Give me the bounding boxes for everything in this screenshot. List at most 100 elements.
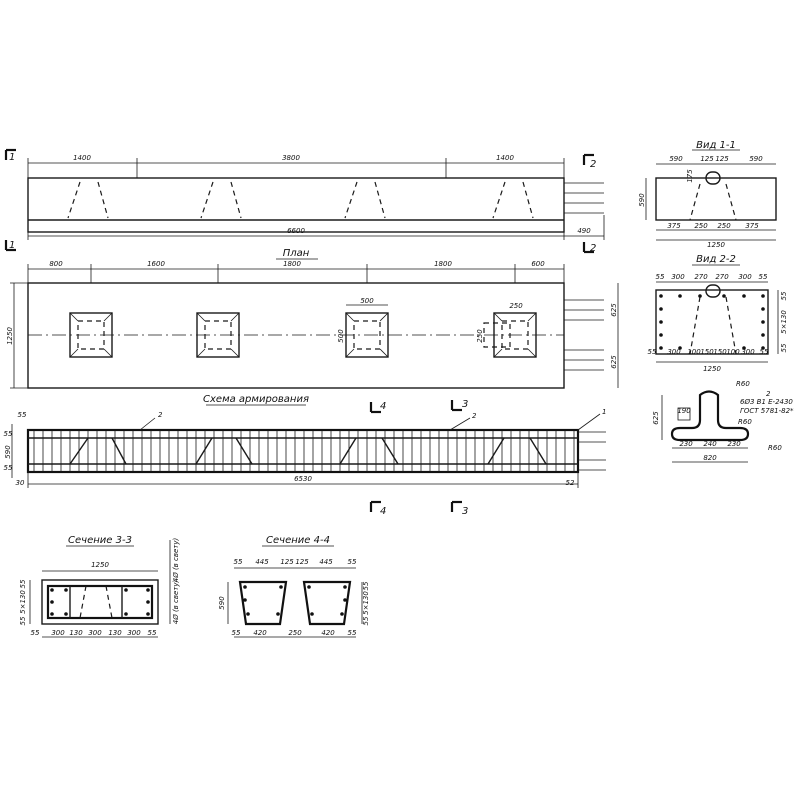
s44-top-3: 125 [280, 558, 294, 566]
marker-2-bottom: 2 [590, 243, 596, 254]
reinf-cage [26, 428, 580, 474]
rebar-dot [124, 588, 128, 592]
hook-dim-2: 240 [703, 440, 717, 448]
rebar-dot [742, 346, 746, 350]
s33-bot-1: 55 [31, 629, 40, 637]
v22-bot-5: 150 [713, 348, 727, 356]
title-plan: План [283, 248, 310, 259]
rebar-dot [279, 585, 283, 589]
s44-top-5: 445 [319, 558, 333, 566]
rebar-dot [146, 588, 150, 592]
hook-dim-3: 230 [727, 440, 741, 448]
rebar-dot [343, 585, 347, 589]
marker-4-top: 4 [380, 401, 386, 412]
v22-top-6: 55 [759, 273, 768, 281]
rebar-dot [761, 294, 765, 298]
hook-pos: 2 [766, 390, 771, 398]
s44-top-1: 55 [234, 558, 243, 566]
v22-top-4: 270 [715, 273, 729, 281]
marker-2-top: 2 [590, 159, 596, 170]
title-scheme: Схема армирования [203, 394, 309, 405]
s44-bot-1: 55 [232, 629, 241, 637]
s33-left-1: 55 [19, 579, 27, 588]
s44-bot-5: 55 [348, 629, 357, 637]
rebar-dot [146, 612, 150, 616]
view-1-1: Вид 1-1 590 125 125 590 375 250 250 375 … [638, 140, 777, 249]
rebar-dot [659, 346, 663, 350]
hook-steel: 6Ø3 В1 Е-2430 [740, 398, 793, 406]
reinf-overall: 6530 [294, 475, 312, 483]
rebar-dot [243, 585, 247, 589]
s33-bot-5: 130 [108, 629, 122, 637]
v11-total: 1250 [707, 241, 725, 249]
plan-side-1: 625 [610, 303, 618, 317]
s33-bot-4: 300 [88, 629, 102, 637]
rebar-dot [307, 585, 311, 589]
marker-3-bottom: 3 [462, 506, 468, 517]
reinf-pos-1: 1 [602, 408, 606, 416]
rebar-dot [698, 294, 702, 298]
plan-height: 1250 [6, 327, 14, 345]
v22-rebar-dots [659, 294, 765, 350]
v11-top-1: 590 [669, 155, 683, 163]
v22-top-1: 55 [656, 273, 665, 281]
rebar-dot [678, 294, 682, 298]
hook-detail: 625 190 R60 2 6Ø3 В1 Е-2430 ГОСТ 5781-82… [652, 380, 794, 463]
s44-rebar-dots [243, 585, 347, 616]
hook-r2: R60 [738, 418, 752, 426]
s44-right-cell [302, 580, 352, 626]
v22-right-1: 55 [780, 291, 788, 300]
rebar-dot [64, 588, 68, 592]
rebar-dot [340, 612, 344, 616]
rebar-dot [50, 612, 54, 616]
s44-top-6: 55 [348, 558, 357, 566]
rebar-dot [50, 600, 54, 604]
plan-socket-1 [69, 312, 113, 358]
v22-bot-7: 300 [741, 348, 755, 356]
rebar-dot [659, 307, 663, 311]
s33-right-b: 4Ø (в свету) [172, 579, 180, 624]
elev-dim-2: 3800 [282, 154, 300, 162]
reinf-diagonals [69, 437, 547, 465]
section-4-4: Сечение 4-4 55 445 125 125 445 55 55 420… [218, 535, 370, 638]
hook-r3: R60 [768, 444, 782, 452]
s44-right-3: 55 [362, 616, 370, 625]
v11-top-4: 590 [749, 155, 763, 163]
s44-top-2: 445 [255, 558, 269, 566]
rebar-dot [761, 307, 765, 311]
s33-bot-2: 300 [51, 629, 65, 637]
rebar-dot [64, 612, 68, 616]
marker-4-bottom: 4 [380, 506, 386, 517]
plan-dim-1: 800 [49, 260, 63, 268]
elev-dim-3: 1400 [496, 154, 514, 162]
plan-view: 800 1600 1800 1800 600 1250 625 625 500 … [6, 260, 619, 406]
v22-bot-3: 100 [687, 348, 701, 356]
s33-bot-3: 130 [69, 629, 83, 637]
rebar-dot [50, 588, 54, 592]
hook-small: 190 [677, 407, 691, 415]
s33-bot-6: 300 [127, 629, 141, 637]
s33-right-a: 4Ø (в свету) [172, 537, 180, 582]
v22-bot-2: 300 [667, 348, 681, 356]
v11-hole: 175 [686, 169, 694, 183]
rebar-dot [276, 612, 280, 616]
rebar-dot [678, 346, 682, 350]
v11-bot-1: 375 [667, 222, 681, 230]
plan-small-1: 250 [509, 302, 523, 310]
v11-top-2: 125 [700, 155, 714, 163]
reinf-pos-2a: 2 [158, 411, 163, 419]
rebar-dot [761, 346, 765, 350]
rebar-dot [659, 320, 663, 324]
elevation-view: 1400 3800 1400 6600 490 1 1 2 2 План [4, 148, 605, 260]
reinf-pos-2b: 2 [472, 412, 477, 420]
plan-dim-5: 600 [531, 260, 545, 268]
rebar-dot [343, 598, 347, 602]
rebar-dot [659, 294, 663, 298]
v22-right-3: 55 [780, 343, 788, 352]
section-3-3: Сечение 3-3 1250 55 300 130 300 130 300 … [19, 535, 180, 638]
plan-small-2: 250 [476, 329, 484, 343]
plan-socket-side: 500 [337, 329, 345, 343]
v22-bot-1: 55 [648, 348, 657, 356]
view-2-2: Вид 2-2 55 300 270 270 300 55 55 300 100… [648, 254, 788, 373]
